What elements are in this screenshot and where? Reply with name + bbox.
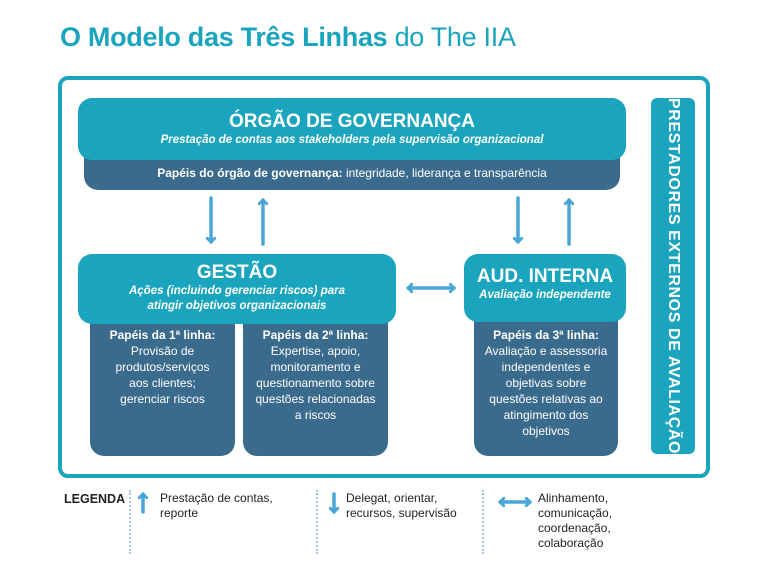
- legend-accountability-1: Prestação de contas,: [160, 491, 273, 505]
- internal-audit-subtitle: Avaliação independente: [479, 289, 611, 301]
- third-line-title: Papéis da 3ª linha:: [493, 328, 599, 342]
- governing-body-roles-label: Papéis do órgão de governança:: [157, 166, 343, 180]
- management-box: GESTÃO Ações (incluindo gerenciar riscos…: [78, 254, 396, 324]
- legend-alignment-2: comunicação,: [538, 506, 613, 520]
- legend-delegation-1: Delegat, orientar,: [346, 491, 438, 505]
- third-line-text-6: objetivos: [522, 424, 570, 438]
- legend-alignment-1: Alinhamento,: [538, 491, 609, 505]
- second-line-roles: Papéis da 2ª linha: Expertise, apoio, mo…: [243, 318, 388, 456]
- legend-divider: [129, 490, 131, 554]
- governing-body-box: ÓRGÃO DE GOVERNANÇA Prestação de contas …: [78, 98, 626, 160]
- third-line-text-2: independentes e: [501, 360, 591, 374]
- first-line-title: Papéis da 1ª linha:: [109, 328, 216, 342]
- first-line-text-4: gerenciar riscos: [120, 392, 205, 406]
- legend-accountability: Prestação de contas, reporte: [160, 491, 273, 521]
- title-light: do The IIA: [394, 22, 516, 52]
- third-line-text-3: objetivas sobre: [505, 376, 587, 390]
- third-line-roles: Papéis da 3ª linha: Avaliação e assessor…: [474, 318, 618, 456]
- second-line-text-1: Expertise, apoio,: [270, 344, 361, 358]
- external-assurance-label: PRESTADORES EXTERNOS DE AVALIAÇÃO: [665, 97, 682, 455]
- first-line-text-1: Provisão de: [130, 344, 195, 358]
- title-bold: O Modelo das Três Linhas: [60, 22, 388, 52]
- legend-alignment-4: colaboração: [538, 536, 604, 550]
- legend-accountability-2: reporte: [160, 506, 199, 520]
- management-subtitle-2: atingir objetivos organizacionais: [147, 300, 327, 312]
- legend-divider: [316, 490, 318, 554]
- second-line-text-3: questionamento sobre: [256, 376, 375, 390]
- second-line-title: Papéis da 2ª linha:: [262, 328, 369, 342]
- first-line-roles: Papéis da 1ª linha: Provisão de produtos…: [90, 318, 235, 456]
- management-title: GESTÃO: [196, 262, 278, 283]
- governing-body-roles-text: integridade, liderança e transparência: [342, 166, 547, 180]
- model-frame: [58, 76, 710, 478]
- page-title: O Modelo das Três Linhas do The IIA: [60, 22, 516, 53]
- internal-audit-title: AUD. INTERNA: [476, 266, 614, 287]
- external-assurance-box: PRESTADORES EXTERNOS DE AVALIAÇÃO: [651, 98, 695, 454]
- legend-delegation-2: recursos, supervisão: [346, 506, 457, 520]
- second-line-text-2: monitoramento e: [270, 360, 361, 374]
- first-line-text-3: aos clientes;: [129, 376, 196, 390]
- third-line-text-5: atingimento dos: [503, 408, 589, 422]
- governing-body-subtitle: Prestação de contas aos stakeholders pel…: [160, 134, 544, 146]
- governing-body-title: ÓRGÃO DE GOVERNANÇA: [229, 111, 475, 132]
- internal-audit-box: AUD. INTERNA Avaliação independente: [464, 254, 626, 322]
- legend-alignment-3: coordenação,: [538, 521, 611, 535]
- legend-alignment: Alinhamento, comunicação, coordenação, c…: [538, 491, 612, 551]
- first-line-text-2: produtos/serviços: [115, 360, 210, 374]
- third-line-text-4: questões relativas ao: [489, 392, 603, 406]
- third-line-text-1: Avaliação e assessoria: [484, 344, 608, 358]
- second-line-text-5: a riscos: [294, 408, 337, 422]
- legend-title: LEGENDA: [64, 492, 126, 506]
- second-line-text-4: questões relacionadas: [255, 392, 376, 406]
- management-subtitle-1: Ações (incluindo gerenciar riscos) para: [128, 285, 345, 297]
- legend-divider: [482, 490, 484, 554]
- legend-delegation: Delegat, orientar, recursos, supervisão: [346, 491, 457, 521]
